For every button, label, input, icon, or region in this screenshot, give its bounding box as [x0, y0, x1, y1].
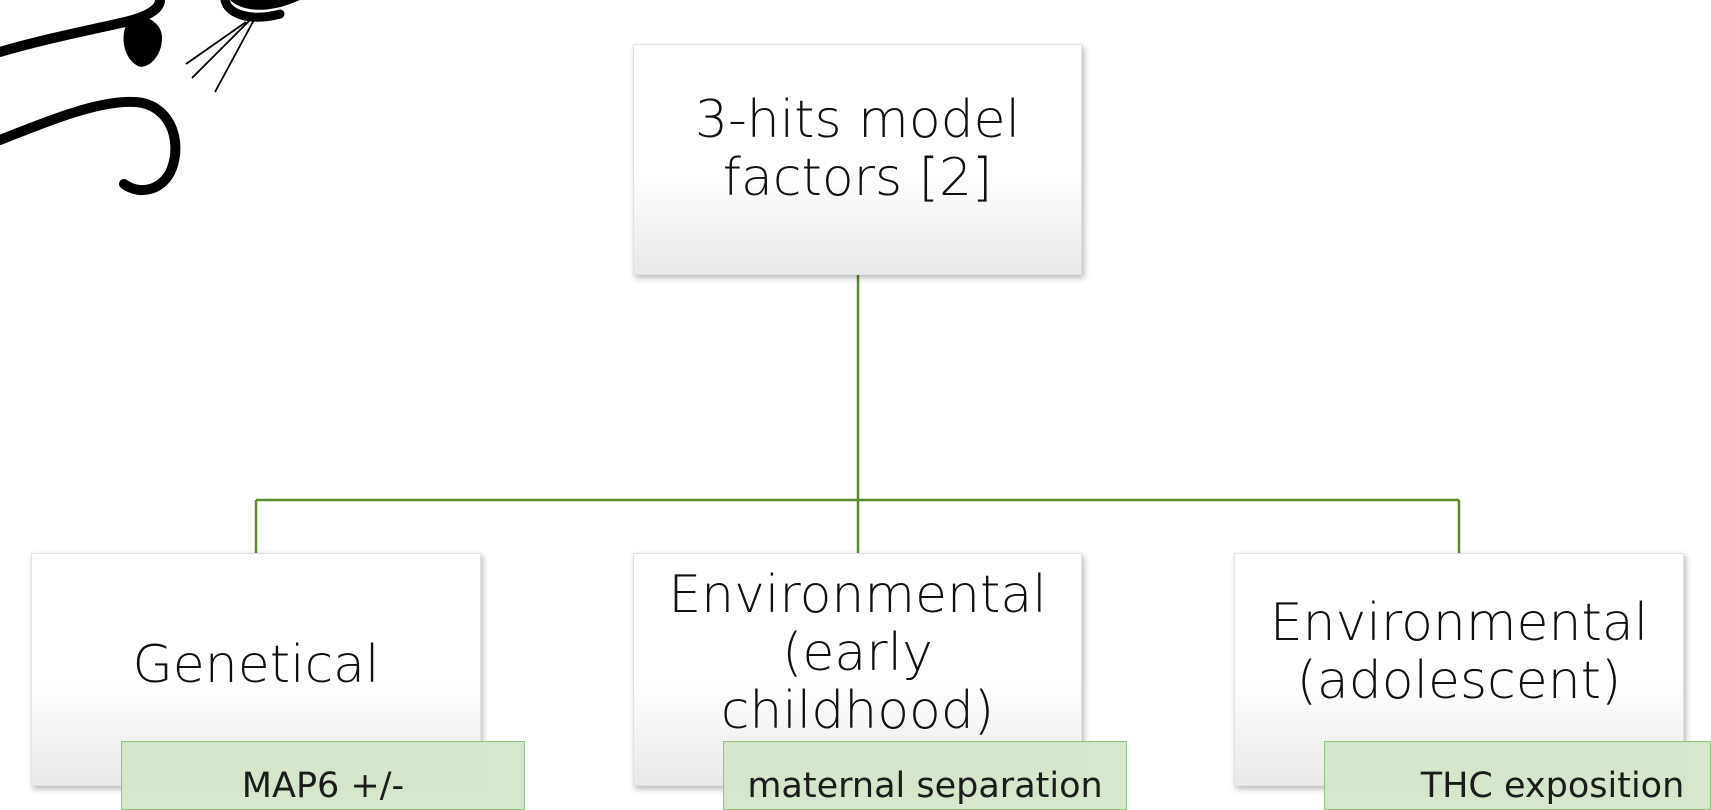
- note-maternal-separation: maternal separation: [723, 741, 1127, 810]
- child-node-early-childhood-label: Environmental (early childhood): [668, 565, 1047, 741]
- note-map6-label: MAP6 +/-: [241, 766, 405, 806]
- root-node-3-hits-model: 3-hits model factors [2]: [633, 44, 1082, 275]
- note-map6: MAP6 +/-: [121, 741, 525, 810]
- note-maternal-separation-label: maternal separation: [747, 766, 1103, 806]
- mouse-silhouette-icon: [0, 0, 300, 196]
- root-node-label: 3-hits model factors [2]: [694, 89, 1021, 208]
- note-thc-exposition-label: THC exposition: [1420, 766, 1685, 806]
- child-node-genetical-label: Genetical: [132, 634, 380, 695]
- child-node-adolescent-label: Environmental (adolescent): [1269, 593, 1649, 711]
- note-thc-exposition: THC exposition: [1324, 741, 1711, 810]
